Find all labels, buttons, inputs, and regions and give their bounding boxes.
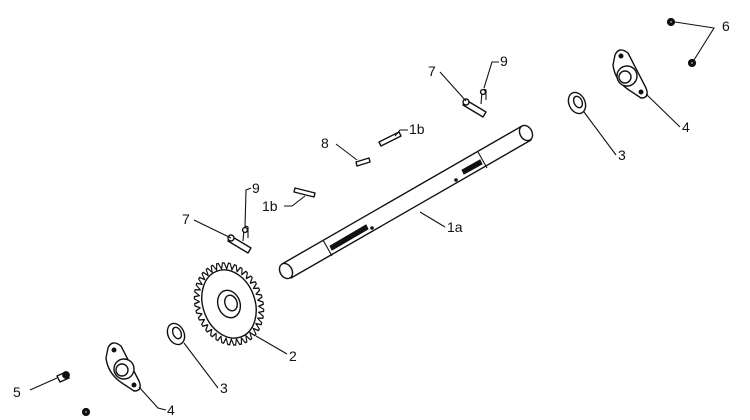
leader-washer-upper <box>583 111 617 156</box>
callout-bearing-lower: 4 <box>167 402 175 418</box>
leader-nuts-upper <box>674 21 715 61</box>
callout-key-lower: 1b <box>262 198 278 214</box>
pin-lower <box>227 234 252 254</box>
leader-key-lower <box>284 195 306 207</box>
sprocket <box>193 262 265 346</box>
callout-shaft: 1a <box>447 219 463 235</box>
leader-key-small <box>335 143 358 161</box>
bearing-upper <box>612 49 648 99</box>
callout-washer-upper: 3 <box>618 147 626 163</box>
callout-washer-lower: 3 <box>220 380 228 396</box>
washer-upper <box>567 91 587 115</box>
leader-cotter-upper <box>483 61 499 89</box>
key-small <box>355 157 371 167</box>
leader-bearing-lower <box>138 386 167 411</box>
callout-pin-lower: 7 <box>182 211 190 227</box>
leader-pin-upper <box>439 71 467 102</box>
leader-shaft <box>419 211 446 228</box>
nut-upper-b <box>687 58 697 68</box>
callout-key-small: 8 <box>321 135 329 151</box>
shaft <box>278 124 534 280</box>
callout-cotter-lower: 9 <box>252 180 260 196</box>
leader-bolt-lower <box>29 377 58 391</box>
key-lower <box>293 187 316 198</box>
callout-cotter-upper: 9 <box>500 53 508 69</box>
cotter-upper <box>479 88 487 105</box>
callout-key-upper: 1b <box>409 121 425 137</box>
nut-upper-a <box>666 17 676 27</box>
leader-sprocket <box>255 335 288 355</box>
washer-lower <box>166 322 186 346</box>
leader-pin-lower <box>193 219 232 239</box>
callout-pin-upper: 7 <box>428 63 436 79</box>
leader-washer-lower <box>183 342 219 389</box>
leader-key-upper <box>394 129 408 137</box>
pin-upper <box>462 98 487 118</box>
nut-lower <box>81 407 91 417</box>
leader-bearing-upper <box>645 93 681 128</box>
callout-nuts-upper: 6 <box>722 18 730 34</box>
callout-bolt-lower: 5 <box>13 384 21 400</box>
callout-bearing-upper: 4 <box>682 119 690 135</box>
key-upper <box>378 131 402 147</box>
callout-sprocket: 2 <box>289 348 297 364</box>
cotter-lower <box>241 225 249 242</box>
bearing-lower <box>105 342 141 392</box>
bolt-lower <box>56 371 70 383</box>
leader-cotter-lower <box>244 187 252 228</box>
